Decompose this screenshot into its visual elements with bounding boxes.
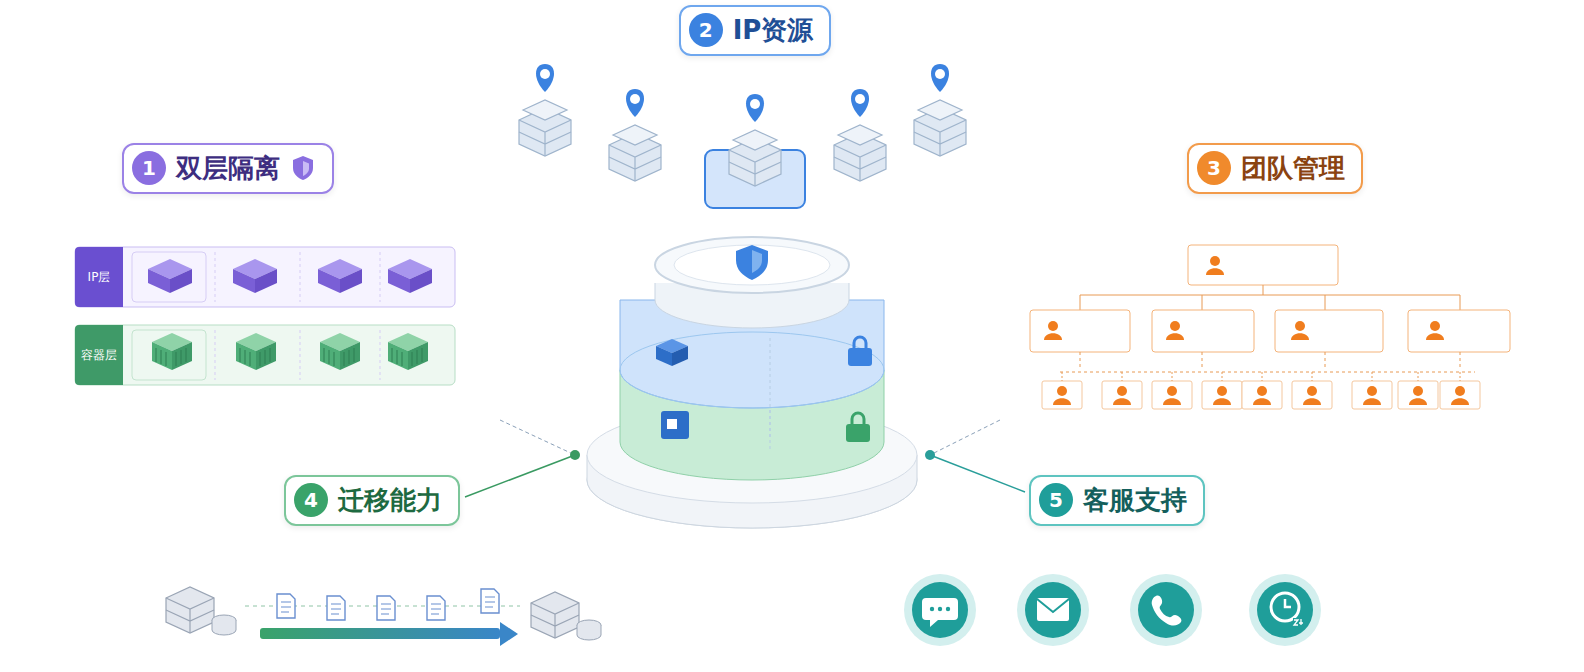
title-badge: 5 客服支持 <box>1029 475 1205 526</box>
panel-title: 迁移能力 <box>338 483 442 518</box>
panel-title: 团队管理 <box>1241 151 1345 186</box>
callout-number: 4 <box>294 483 328 517</box>
panel-title: 客服支持 <box>1083 483 1187 518</box>
callout-number: 3 <box>1197 151 1231 185</box>
title-badge: 4 迁移能力 <box>284 475 460 526</box>
panel-title: 双层隔离 <box>176 151 280 186</box>
layer-tab: 容器层 <box>75 325 123 385</box>
panel-title: IP资源 <box>733 13 814 48</box>
feature-panel: 5客服支持 <box>790 492 1440 672</box>
feature-panel: 2 IP资源 <box>378 14 1148 264</box>
shield-icon <box>290 154 316 182</box>
layer-label: 容器层 <box>81 347 117 364</box>
title-badge: 1 双层隔离 <box>122 143 334 194</box>
callout-number: 2 <box>689 13 723 47</box>
title-badge: 3 团队管理 <box>1187 143 1363 194</box>
title-badge: 2 IP资源 <box>679 5 832 56</box>
feature-panel: 1双层隔离IP层容器层 <box>12 160 562 435</box>
feature-panel: 3团队管理 <box>935 160 1570 440</box>
layer-label: IP层 <box>88 269 111 286</box>
callout-number: 1 <box>132 151 166 185</box>
feature-panel: 4迁移能力 <box>68 492 738 672</box>
layer-tab: IP层 <box>75 247 123 307</box>
hexagon-panel <box>935 160 1570 440</box>
callout-number: 5 <box>1039 483 1073 517</box>
